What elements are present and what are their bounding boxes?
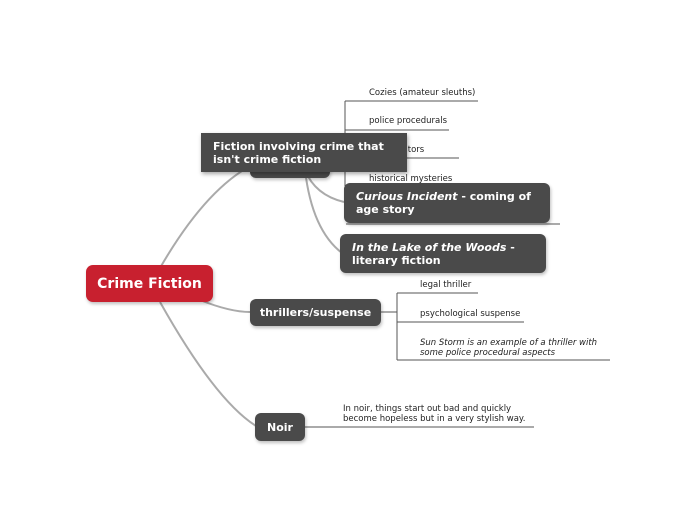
root-label: Crime Fiction — [97, 275, 202, 292]
topic-non-crime-fiction[interactable]: Fiction involving crime that isn't crime… — [201, 133, 407, 172]
topic-noir[interactable]: Noir — [255, 413, 305, 441]
connector-to-lake-of-woods — [304, 169, 343, 254]
topic-noir-label: Noir — [267, 420, 293, 434]
leaf-sun-storm: Sun Storm is an example of a thriller wi… — [420, 338, 598, 358]
leaf-police-procedurals: police procedurals — [369, 116, 448, 126]
topic-non-crime-label: Fiction involving crime that isn't crime… — [213, 139, 384, 166]
topic-curious-incident-label: Curious Incident - coming of age story — [356, 190, 531, 216]
topic-thrillers-suspense[interactable]: thrillers/suspense — [250, 299, 381, 326]
topic-lake-of-the-woods-label: In the Lake of the Woods - literary fict… — [352, 240, 515, 267]
root-crime-fiction[interactable]: Crime Fiction — [86, 265, 213, 302]
connector-root-to-non-crime — [159, 164, 253, 269]
topic-lake-of-the-woods[interactable]: In the Lake of the Woods - literary fict… — [340, 234, 546, 273]
connector-root-to-noir — [159, 301, 257, 427]
topic-curious-incident[interactable]: Curious Incident - coming of age story — [344, 183, 550, 223]
leaf-cozies: Cozies (amateur sleuths) — [369, 88, 476, 98]
leaf-psychological-suspense: psychological suspense — [420, 309, 521, 319]
leaf-noir-note: In noir, things start out bad and quickl… — [343, 404, 526, 424]
leaf-historical-mysteries: historical mysteries — [369, 174, 453, 184]
topic-thrillers-label: thrillers/suspense — [259, 306, 372, 319]
leaf-legal-thriller: legal thriller — [420, 280, 472, 290]
